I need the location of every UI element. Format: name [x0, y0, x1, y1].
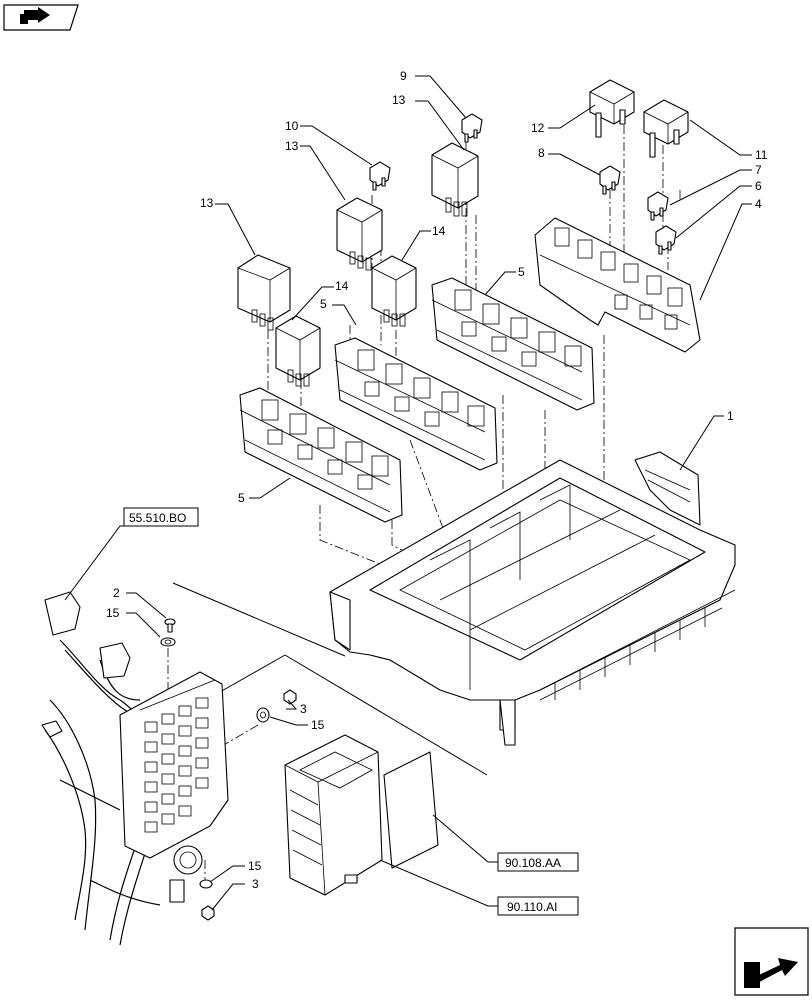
- relay-fuse-block-left: [239, 387, 403, 523]
- ref-box-module-a[interactable]: 90.108.AA: [497, 852, 579, 872]
- callout-15-bottom: 15: [248, 859, 262, 873]
- nut-3-mid: [283, 689, 297, 705]
- callout-12: 12: [531, 121, 545, 135]
- ref-box-harness[interactable]: 55.510.BO: [123, 507, 199, 527]
- callout-13-left: 13: [200, 196, 214, 210]
- washer-15-top: [160, 637, 176, 647]
- callout-1: 1: [727, 409, 734, 423]
- callout-9: 9: [400, 69, 407, 83]
- callout-15-top: 15: [106, 606, 120, 620]
- callout-3-mid: 3: [300, 702, 307, 716]
- callout-14-left: 14: [335, 279, 349, 293]
- relay-13-center: [336, 197, 383, 271]
- relay-13-left: [237, 254, 291, 331]
- callout-7: 7: [755, 163, 762, 177]
- relay-14-left: [275, 315, 321, 387]
- relay-14-center: [371, 255, 417, 327]
- next-arrow-icon[interactable]: [734, 927, 809, 996]
- section-divider-lines: [172, 582, 488, 776]
- central-fuse-panel: [119, 671, 229, 859]
- mini-fuse-7: [647, 191, 669, 221]
- screw-2: [164, 618, 176, 633]
- callout-5-left: 5: [238, 491, 245, 505]
- wiring-harness: [41, 591, 203, 946]
- washer-15-bottom: [199, 879, 213, 889]
- mini-fuse-10: [369, 161, 391, 191]
- relay-13-right: [431, 142, 479, 217]
- mini-fuse-9: [461, 113, 483, 143]
- callout-15-mid: 15: [311, 718, 325, 732]
- callout-4: 4: [755, 197, 762, 211]
- module-cover-plate: [383, 751, 439, 869]
- callout-6: 6: [755, 179, 762, 193]
- control-module: [284, 734, 383, 896]
- callout-11: 11: [755, 148, 768, 162]
- mini-fuse-8: [599, 165, 621, 195]
- washer-15-mid: [256, 707, 270, 723]
- back-arrow-icon[interactable]: [3, 4, 79, 31]
- callout-5-middle: 5: [320, 297, 327, 311]
- ref-label-harness: 55.510.BO: [129, 511, 186, 525]
- fusebox-housing: [329, 451, 736, 746]
- mini-fuse-6: [655, 225, 677, 255]
- callout-leaders: [64, 75, 752, 911]
- callout-3-bottom: 3: [252, 877, 259, 891]
- callout-2: 2: [113, 586, 120, 600]
- callout-13-center: 13: [285, 139, 299, 153]
- ref-box-module-b[interactable]: 90.110.AI: [497, 896, 579, 916]
- callout-14-center: 14: [432, 224, 446, 238]
- nut-3-bottom: [201, 905, 215, 921]
- relay-fuse-block-right: [431, 277, 595, 411]
- ref-label-module-b: 90.110.AI: [507, 900, 557, 914]
- relay-fuse-block-middle: [334, 337, 498, 471]
- ref-label-module-a: 90.108.AA: [505, 856, 561, 870]
- callout-13-right: 13: [392, 93, 406, 107]
- callout-labels: 9 13 10 13 13 14 14 5 5 12 8 11 7 6 4 1 …: [106, 69, 768, 891]
- callout-8: 8: [538, 146, 545, 160]
- callout-5-right: 5: [518, 265, 525, 279]
- maxi-fuse-12: [589, 79, 635, 138]
- callout-10: 10: [285, 119, 299, 133]
- fuse-block-upper-right: [534, 217, 701, 353]
- maxi-fuse-11: [643, 99, 689, 158]
